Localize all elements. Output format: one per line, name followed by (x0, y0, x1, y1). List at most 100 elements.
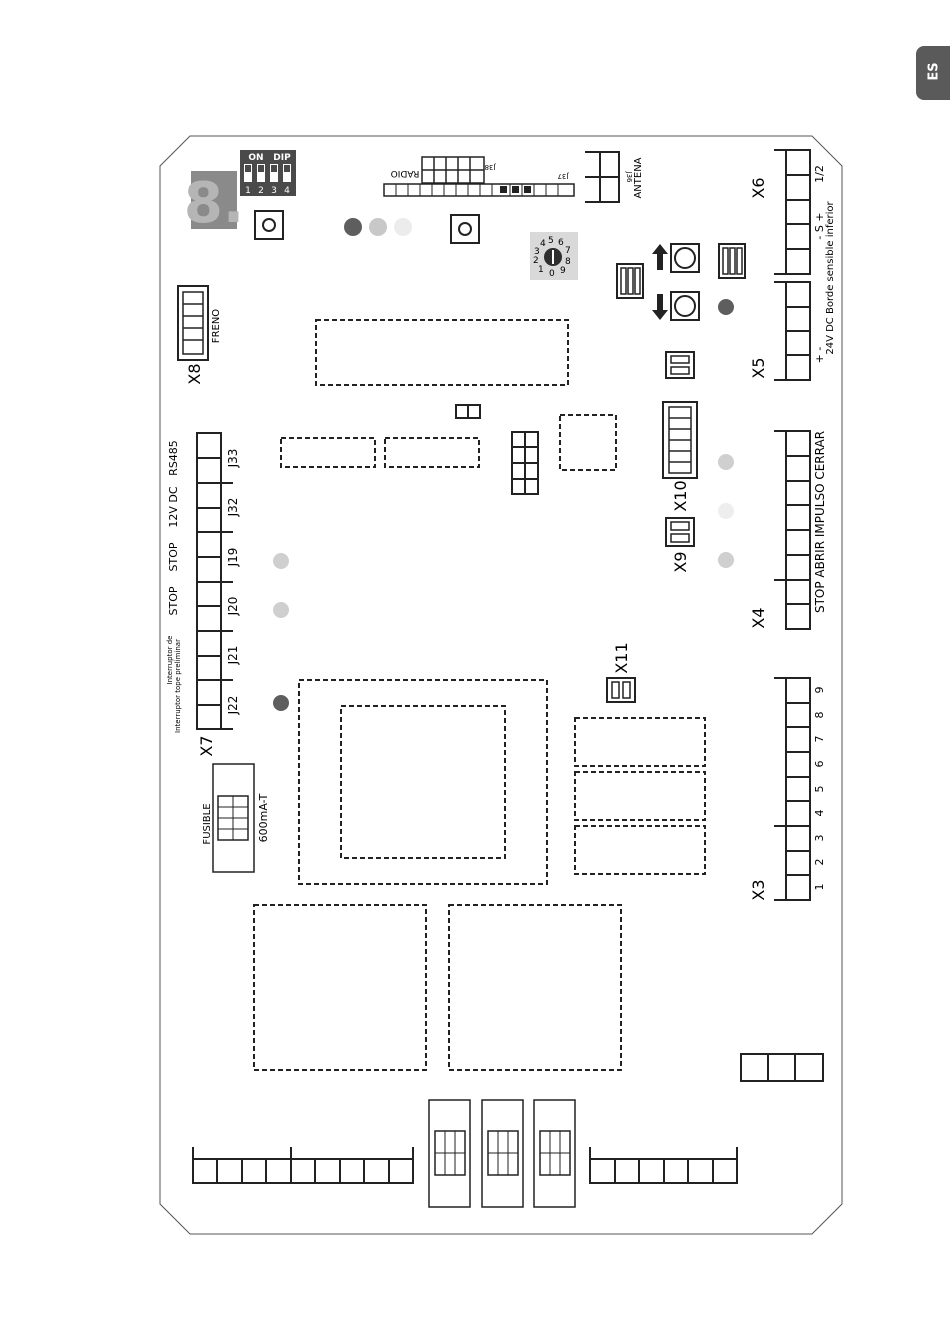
x10-connector: X10 (663, 402, 697, 512)
rotary-2: 2 (533, 256, 539, 266)
x9-connector[interactable]: X9 (666, 518, 694, 573)
jumper-block-b[interactable] (719, 244, 745, 278)
dashed-component-2 (281, 438, 375, 467)
rotary-5: 5 (548, 236, 554, 246)
relay-1 (575, 718, 705, 766)
led-right-2 (718, 503, 734, 519)
led-left-2 (273, 602, 289, 618)
transformer-outer (299, 680, 547, 884)
x3-connector: X3 1 2 3 4 5 6 7 8 9 (749, 678, 826, 901)
radio-label: RADIO (391, 168, 420, 178)
x11-connector[interactable]: X11 (607, 642, 635, 702)
x3-num-2: 2 (813, 859, 826, 866)
dip-num-4: 4 (284, 186, 290, 196)
dip-num-2: 2 (258, 186, 264, 196)
fuse-holder-bottom-1 (429, 1100, 470, 1207)
dashed-component-1 (316, 320, 568, 385)
led-left-1 (273, 553, 289, 569)
relay-3 (575, 826, 705, 874)
led-medium (369, 218, 387, 236)
j36-antenna-connector: J36 ANTENA (585, 152, 644, 202)
x4-function-labels: STOP ABRIR IMPULSO CERRAR (813, 431, 827, 613)
stop-label-2: STOP (167, 586, 180, 615)
fuse-holder-bottom-3 (534, 1100, 575, 1207)
dip-num-3: 3 (271, 186, 277, 196)
rotary-6: 6 (558, 238, 564, 248)
dip-num-1: 1 (245, 186, 251, 196)
x6-half-label: 1/2 (813, 165, 826, 183)
x4-connector: X4 STOP ABRIR IMPULSO CERRAR (749, 431, 827, 629)
rotary-8: 8 (565, 257, 571, 267)
rotary-9: 9 (560, 266, 566, 276)
stop-label-1: STOP (167, 542, 180, 571)
led-right-3 (718, 552, 734, 568)
pin-header (512, 432, 538, 494)
terminal-block-small (741, 1054, 823, 1081)
x3-num-7: 7 (813, 736, 826, 743)
j36-label: J36 (625, 171, 633, 184)
led-right-1 (718, 454, 734, 470)
x10-label: X10 (671, 480, 690, 511)
dip-dip-label: DIP (273, 153, 291, 163)
j21-label: J21 (226, 646, 240, 666)
x3-num-8: 8 (813, 712, 826, 719)
fusible-label: FUSIBLE (202, 803, 213, 844)
relay-2 (575, 772, 705, 820)
x8-freno-connector: FRENO X8 (178, 286, 222, 385)
down-button[interactable] (652, 292, 699, 320)
j19-label: J19 (226, 548, 240, 568)
x9-label: X9 (671, 551, 690, 572)
rs485-label: RS485 (167, 440, 180, 476)
led-light (394, 218, 412, 236)
dashed-component-4 (560, 415, 616, 470)
dashed-block-right (449, 905, 621, 1070)
up-button[interactable] (652, 244, 699, 272)
seven-segment-display: 8. (184, 171, 244, 236)
jumper-block-c[interactable] (666, 352, 694, 378)
display-digit: 8. (184, 171, 244, 236)
freno-label: FRENO (211, 309, 222, 343)
interruptor-label-1: Interruptor de (166, 636, 174, 685)
x3-num-4: 4 (813, 810, 826, 817)
dip-on-label: ON (248, 153, 263, 163)
x7-connector: J33 J32 J19 J20 J21 J22 RS485 12V DC STO… (166, 433, 240, 757)
x3-num-5: 5 (813, 786, 826, 793)
rotary-0: 0 (549, 269, 555, 279)
x11-label: X11 (612, 642, 631, 673)
j37-label: J37 (558, 172, 570, 180)
dashed-component-3 (385, 438, 479, 467)
x3-num-9: 9 (813, 687, 826, 694)
j22-label: J22 (226, 696, 240, 716)
x3-num-3: 3 (813, 835, 826, 842)
x4-label: X4 (749, 607, 768, 628)
j33-label: J33 (226, 449, 240, 469)
rotary-4: 4 (540, 239, 546, 249)
v12-label: 12V DC (167, 486, 180, 527)
led-left-3 (273, 695, 289, 711)
rotary-selector[interactable]: 4 5 6 7 8 9 0 1 2 3 (530, 232, 578, 280)
j32-label: J32 (226, 498, 240, 518)
fuse-holder: FUSIBLE 600mA-T (202, 764, 270, 872)
jumper-block-a[interactable] (617, 264, 643, 298)
push-button-left[interactable] (255, 211, 283, 239)
x5-label: X5 (749, 357, 768, 378)
rotary-3: 3 (534, 247, 540, 257)
fuse-rating-label: 600mA-T (257, 793, 270, 842)
x6-connector: X6 1/2 - S + (749, 150, 826, 274)
x3-label: X3 (749, 879, 768, 900)
terminal-strip-right (590, 1147, 737, 1183)
x56-caption: 24V DC Borde sensible inferior (825, 200, 836, 354)
rotary-7: 7 (565, 246, 571, 256)
antena-label: ANTENA (633, 157, 644, 198)
interruptor-label-2: Interruptor tope preliminar (174, 639, 182, 733)
dip-switch[interactable]: ON DIP 1 2 3 4 (240, 150, 296, 196)
push-button-right[interactable] (451, 215, 479, 243)
terminal-strip-left (193, 1147, 413, 1183)
j20-label: J20 (226, 597, 240, 617)
dashed-block-left (254, 905, 426, 1070)
led-dark (344, 218, 362, 236)
x6-label: X6 (749, 177, 768, 198)
x3-num-6: 6 (813, 761, 826, 768)
j38-radio-connector: J38 (422, 157, 496, 183)
x7-label: X7 (197, 735, 216, 756)
